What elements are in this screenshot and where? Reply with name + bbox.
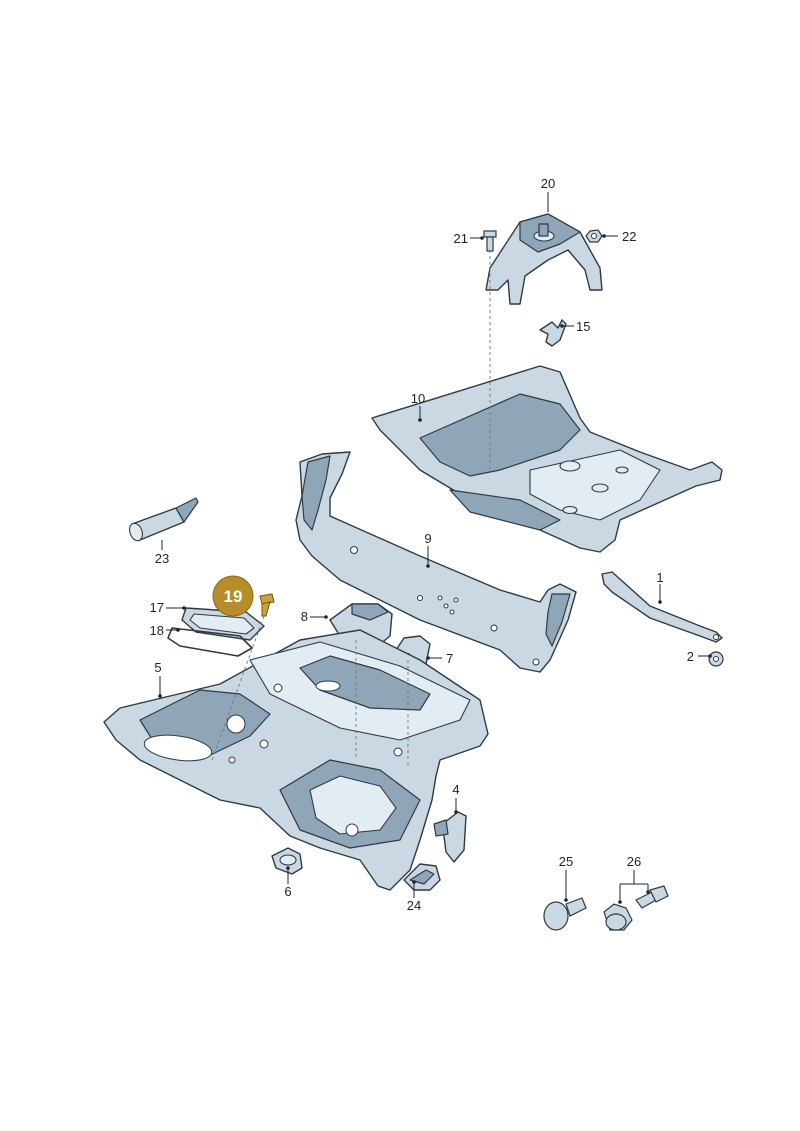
part-24-clip (403, 863, 441, 891)
part-5-main-floor (103, 629, 489, 891)
callout-8: 8 (301, 609, 308, 624)
callout-labels: 20 21 22 15 10 9 1 2 23 17 18 8 7 5 4 24… (150, 176, 694, 913)
part-4-bracket (433, 811, 467, 863)
callout-10: 10 (411, 391, 425, 406)
callout-9: 9 (424, 531, 431, 546)
part-9-cross-member (295, 451, 577, 673)
callout-17: 17 (150, 600, 164, 615)
callout-19-highlight: 19 (212, 575, 254, 617)
callout-19: 19 (224, 587, 243, 606)
part-23-sealant-tube (129, 497, 199, 542)
assembly-lines (211, 250, 491, 768)
callout-22: 22 (622, 229, 636, 244)
part-1-strap (601, 571, 723, 643)
callout-1: 1 (656, 570, 663, 585)
callout-7: 7 (446, 651, 453, 666)
callout-26: 26 (627, 854, 641, 869)
callout-24: 24 (407, 898, 421, 913)
leader-lines (158, 192, 712, 904)
part-21-screw (483, 230, 497, 252)
callout-18: 18 (150, 623, 164, 638)
part-26-fastener-set (603, 885, 669, 931)
callout-15: 15 (576, 319, 590, 334)
callout-4: 4 (452, 782, 459, 797)
part-22-nut (585, 229, 603, 243)
part-15-clip (539, 319, 567, 347)
part-6-cap (271, 847, 303, 875)
callout-21: 21 (454, 231, 468, 246)
callout-5: 5 (154, 660, 161, 675)
callout-23: 23 (155, 551, 169, 566)
part-19-screw (259, 593, 275, 617)
part-25-fastener (543, 897, 587, 931)
callout-6: 6 (284, 884, 291, 899)
part-20-bracket (485, 213, 603, 305)
part-2-nut (708, 651, 724, 667)
callout-2: 2 (687, 649, 694, 664)
callout-25: 25 (559, 854, 573, 869)
part-18-seal-ring (167, 627, 253, 657)
callout-20: 20 (541, 176, 555, 191)
part-10-floor-pan (371, 365, 723, 553)
